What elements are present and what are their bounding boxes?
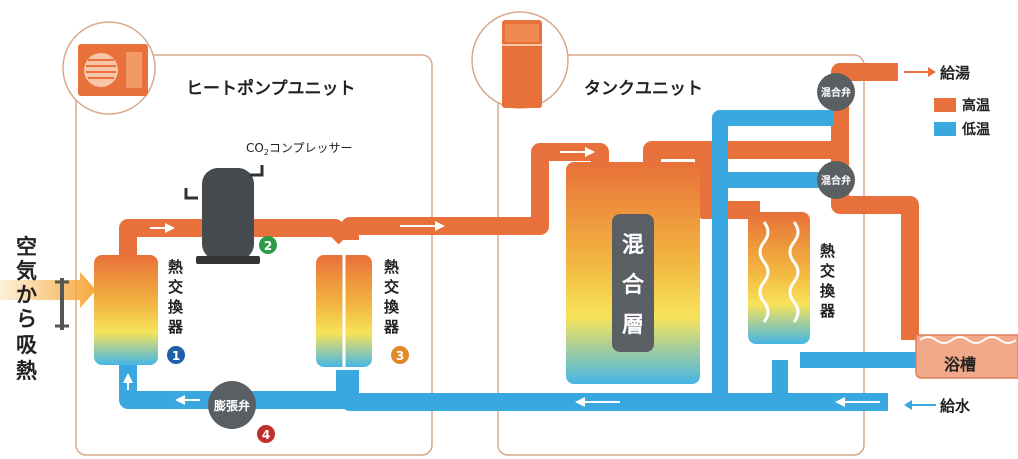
svg-text:交: 交 [820, 262, 835, 280]
hx3-label: 熱 交 換 器 [383, 258, 400, 336]
legend: 高温 低温 [934, 97, 990, 138]
outdoor-unit-icon [78, 44, 148, 96]
mixing-layer-label: 混 合 層 [622, 233, 645, 338]
cold-bypass-pipe [712, 110, 834, 402]
svg-text:混合弁: 混合弁 [821, 86, 851, 99]
co2-compressor [184, 165, 264, 264]
intake-fan-icon [55, 278, 69, 330]
hot-supply-label: 給湯 [940, 64, 970, 82]
legend-label-cold: 低温 [961, 121, 990, 138]
step-1-badge [167, 346, 185, 364]
svg-text:換: 換 [384, 298, 400, 316]
air-absorb-label: 空 気 か ら 吸 熱 [16, 235, 38, 383]
svg-text:熱: 熱 [168, 258, 183, 276]
svg-text:ら: ら [16, 307, 37, 331]
svg-text:空: 空 [16, 235, 37, 259]
svg-text:吸: 吸 [16, 333, 38, 357]
svg-text:器: 器 [383, 318, 400, 336]
svg-text:気: 気 [16, 259, 37, 283]
svg-text:熱: 熱 [16, 359, 37, 383]
bathtub-label: 浴槽 [944, 355, 976, 374]
svg-text:換: 換 [820, 282, 836, 300]
svg-text:交: 交 [384, 278, 399, 296]
svg-text:合: 合 [622, 272, 645, 298]
tank-heat-exchanger [748, 212, 810, 344]
water-supply-label: 給水 [940, 397, 971, 415]
heat-pump-unit-title: ヒートポンプユニット [186, 78, 356, 99]
expansion-valve-label: 膨張弁 [213, 398, 250, 413]
svg-text:混合弁: 混合弁 [821, 174, 851, 187]
svg-text:混: 混 [622, 233, 644, 258]
svg-text:器: 器 [167, 318, 184, 336]
tank-unit-frame [497, 54, 865, 456]
svg-text:2: 2 [264, 239, 272, 253]
compressor-label: CO2コンプレッサー [246, 141, 353, 157]
heat-exchanger-1 [94, 255, 158, 365]
svg-text:熱: 熱 [820, 242, 835, 260]
step-4-badge [257, 425, 275, 443]
tank-unit-title: タンクユニット [584, 79, 703, 99]
legend-swatch-hot [934, 98, 956, 112]
bathtub [915, 334, 1018, 379]
mixing-valve-top [817, 73, 855, 111]
expansion-valve [208, 381, 256, 429]
air-intake-arrow [0, 272, 96, 308]
water-hot-pipe-to-tank [341, 143, 609, 240]
step-2-badge [259, 236, 277, 254]
legend-swatch-cold [934, 122, 956, 136]
svg-text:交: 交 [168, 278, 183, 296]
heat-pump-unit-frame [75, 54, 433, 456]
svg-text:層: 層 [622, 313, 644, 338]
svg-text:換: 換 [168, 298, 184, 316]
svg-text:か: か [16, 283, 37, 307]
svg-text:1: 1 [172, 349, 180, 363]
svg-text:器: 器 [819, 302, 836, 320]
legend-label-hot: 高温 [962, 97, 990, 114]
hx1-label: 熱 交 換 器 [167, 258, 184, 336]
step-3-badge [391, 346, 409, 364]
svg-text:3: 3 [396, 349, 404, 363]
svg-text:熱: 熱 [384, 258, 399, 276]
mixing-valve-mid [817, 161, 855, 199]
water-cold-return-pipe [341, 370, 888, 411]
tank-icon [502, 20, 542, 108]
mixing-layer-badge [612, 214, 654, 352]
tank-hx-label: 熱 交 換 器 [819, 242, 836, 320]
svg-text:4: 4 [262, 428, 270, 442]
